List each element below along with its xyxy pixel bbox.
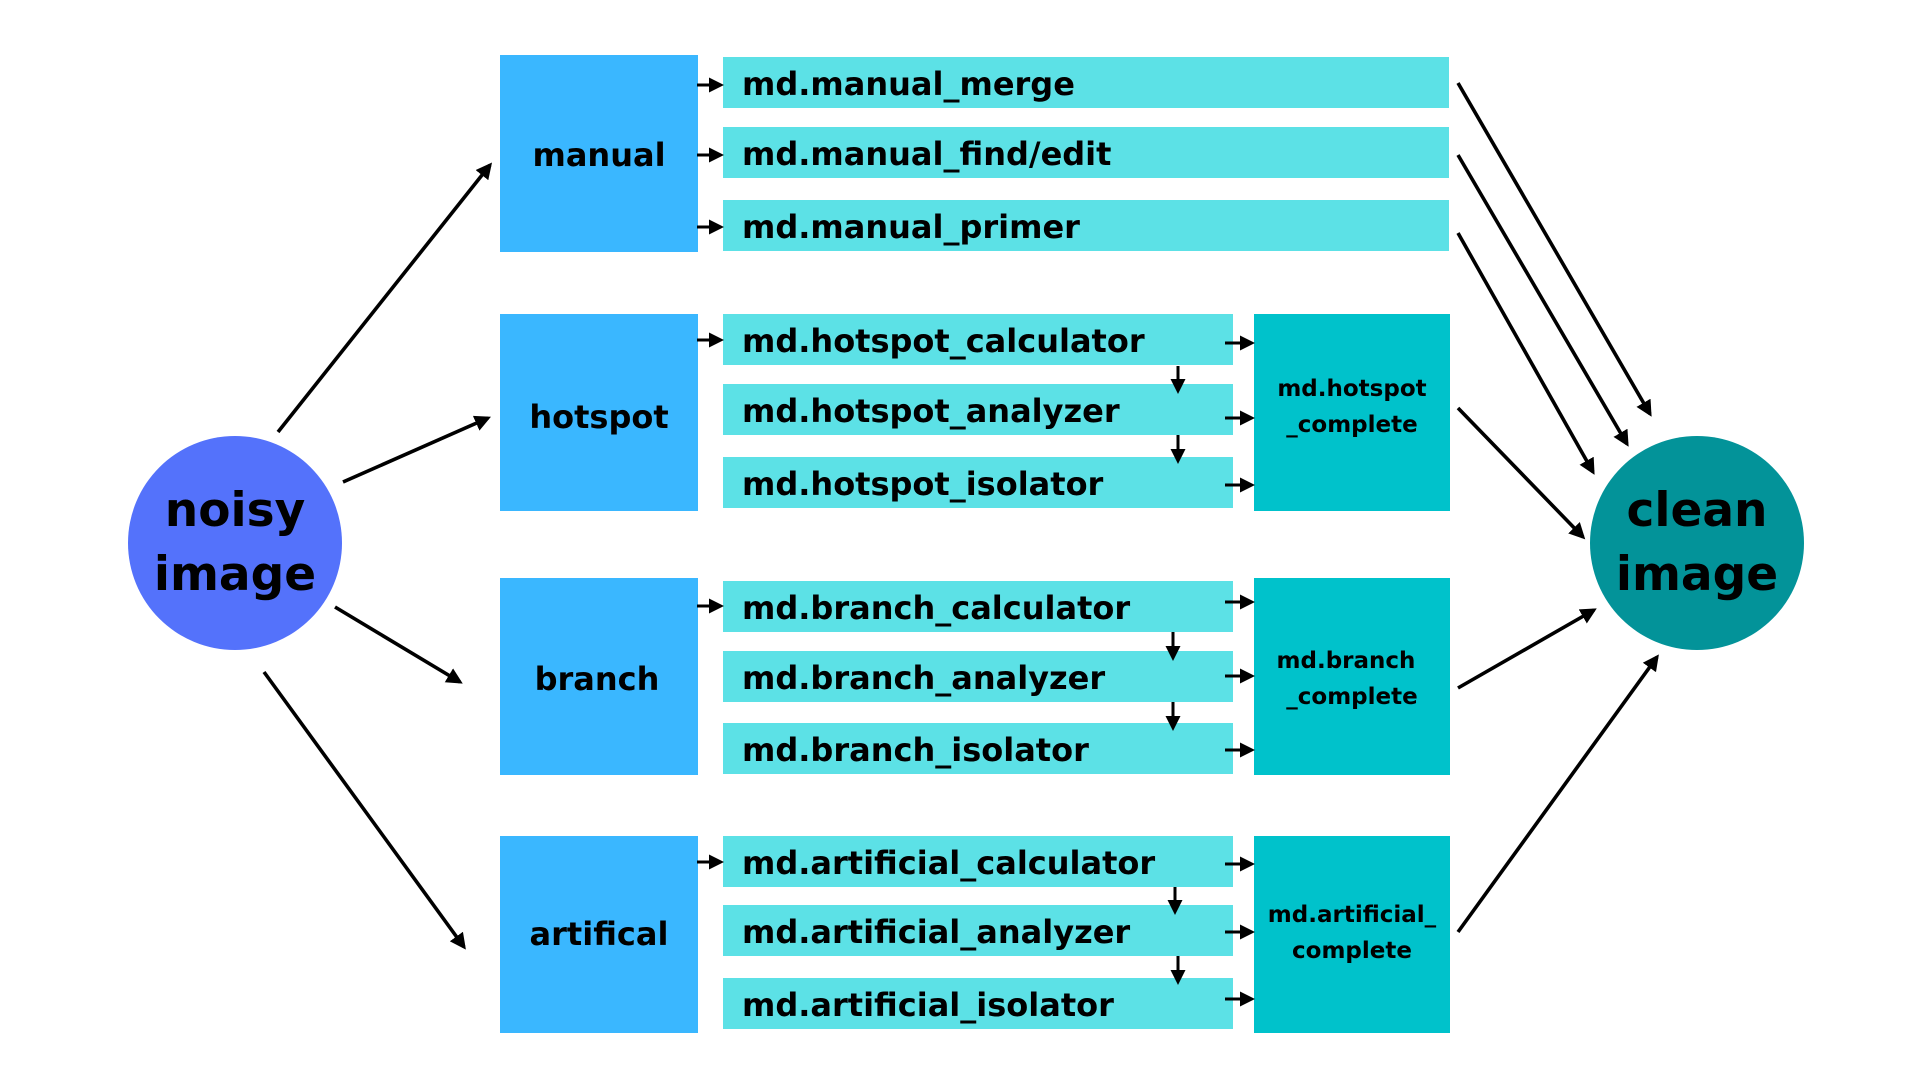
step-box	[723, 905, 1233, 956]
step-label: md.hotspot_calculator	[742, 322, 1145, 360]
category-box-hotspot	[500, 314, 698, 511]
group-hotspot: hotspot md.hotspot_calculator md.hotspot…	[500, 314, 1450, 511]
complete-label-line2: _complete	[1286, 412, 1417, 438]
step-label: md.manual_primer	[742, 208, 1080, 246]
step-box	[723, 836, 1233, 887]
output-label-line1: clean	[1626, 483, 1767, 538]
complete-label-line2: complete	[1292, 938, 1412, 964]
arrow-manual-primer-to-output	[1456, 232, 1595, 475]
step-box	[723, 457, 1233, 508]
output-node: clean image	[1590, 436, 1804, 650]
arrow-input-to-artifical	[262, 670, 466, 950]
input-circle	[128, 436, 342, 650]
step-box	[723, 723, 1233, 774]
complete-label-line1: md.branch	[1277, 648, 1416, 674]
complete-label-line2: _complete	[1286, 684, 1417, 710]
arrows-category-to-steps	[697, 77, 724, 870]
arrow-artifical-complete-to-output	[1456, 654, 1659, 934]
category-label-hotspot: hotspot	[529, 398, 668, 436]
arrow-input-to-branch	[334, 605, 463, 684]
output-label-line2: image	[1616, 547, 1778, 602]
step-label: md.artificial_calculator	[742, 844, 1155, 882]
step-box	[723, 978, 1233, 1029]
category-box-branch	[500, 578, 698, 775]
step-label: md.manual_merge	[742, 65, 1075, 103]
complete-box-artifical	[1254, 836, 1450, 1033]
category-box-artifical	[500, 836, 698, 1033]
step-box	[723, 57, 1449, 108]
arrow-hotspot-complete-to-output	[1456, 406, 1586, 540]
group-branch: branch md.branch_calculator md.branch_an…	[500, 578, 1450, 775]
category-label-manual: manual	[532, 136, 665, 174]
complete-box-branch	[1254, 578, 1450, 775]
step-box	[723, 651, 1233, 702]
arrow-manual-find-edit-to-output	[1456, 154, 1629, 447]
step-box	[723, 314, 1233, 365]
step-box	[723, 384, 1233, 435]
category-label-branch: branch	[535, 660, 660, 698]
arrow-input-to-manual	[276, 162, 493, 434]
arrows-step-chain	[1165, 366, 1186, 985]
group-manual: manual md.manual_merge md.manual_find/ed…	[500, 55, 1449, 252]
step-label: md.manual_find/edit	[742, 135, 1111, 173]
step-label: md.branch_isolator	[742, 731, 1089, 769]
category-box-manual	[500, 55, 698, 252]
input-label-line1: noisy	[165, 483, 305, 538]
step-label: md.artificial_analyzer	[742, 913, 1130, 951]
complete-label-line1: md.artificial_	[1268, 902, 1437, 928]
arrows-step-to-complete	[1225, 335, 1255, 1007]
arrows-input-to-categories	[262, 162, 493, 950]
category-label-artifical: artifical	[530, 915, 669, 953]
step-label: md.artificial_isolator	[742, 986, 1114, 1024]
step-label: md.hotspot_analyzer	[742, 392, 1120, 430]
complete-box-hotspot	[1254, 314, 1450, 511]
step-box	[723, 200, 1449, 251]
step-box	[723, 127, 1449, 178]
input-label-line2: image	[154, 547, 316, 602]
input-node: noisy image	[128, 436, 342, 650]
step-label: md.branch_analyzer	[742, 659, 1105, 697]
arrows-to-output	[1456, 82, 1659, 934]
step-label: md.hotspot_isolator	[742, 465, 1104, 503]
step-box	[723, 581, 1233, 632]
arrow-input-to-hotspot	[342, 415, 491, 484]
step-label: md.branch_calculator	[742, 589, 1130, 627]
arrow-branch-complete-to-output	[1457, 608, 1597, 690]
complete-label-line1: md.hotspot	[1277, 376, 1426, 402]
group-artifical: artifical md.artificial_calculator md.ar…	[500, 836, 1450, 1033]
output-circle	[1590, 436, 1804, 650]
arrow-manual-merge-to-output	[1456, 82, 1652, 417]
